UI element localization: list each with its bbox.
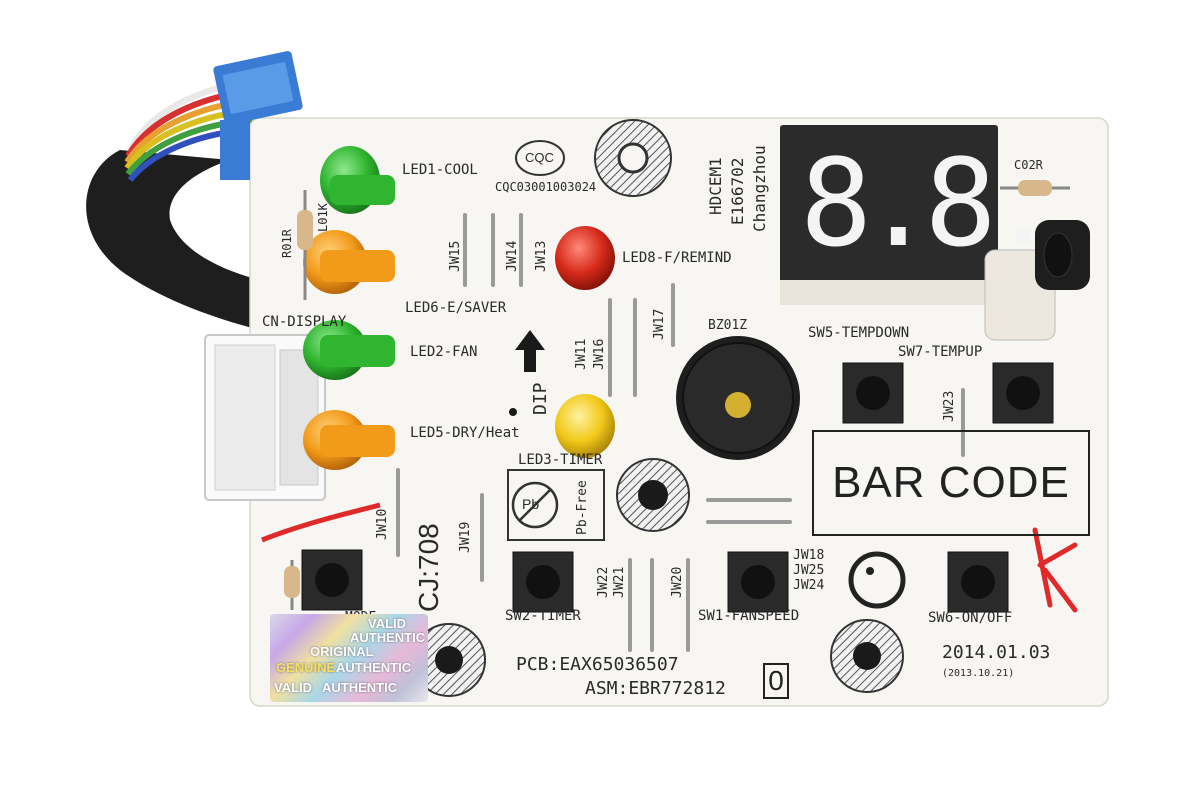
- sw2-label: SW2-TIMER: [505, 608, 581, 624]
- pb-free-icon: [511, 481, 559, 529]
- jw25-label: JW25: [793, 563, 825, 578]
- r01r-label: R01R: [280, 229, 294, 258]
- mounting-hole: [830, 619, 904, 693]
- red-marker-stroke: [261, 502, 381, 543]
- switch-mode[interactable]: [301, 549, 363, 611]
- cert-line2: E166702: [728, 157, 747, 225]
- seven-segment-display: [780, 125, 998, 305]
- led1-green: [320, 146, 395, 214]
- cqc-logo-icon: [515, 140, 565, 176]
- jw21-label: JW21: [612, 566, 627, 598]
- mounting-hole: [412, 623, 486, 697]
- cn-display-connector: [204, 334, 326, 501]
- sw7-label: SW7-TEMPUP: [898, 344, 983, 360]
- revision-box: 0: [763, 663, 789, 699]
- buzzer: [676, 336, 800, 460]
- pb-free-box: [507, 469, 605, 541]
- jumper-wires: [396, 213, 965, 652]
- switch-sw1[interactable]: [727, 551, 789, 613]
- display-digits: 8.8.: [800, 135, 1059, 274]
- hologram-sticker: VALID AUTHENTIC ORIGINAL GENUINE AUTHENT…: [270, 614, 428, 702]
- resistor-c02r: [1000, 180, 1070, 196]
- jw18-label: JW18: [793, 548, 825, 563]
- holo-text: GENUINE: [276, 660, 336, 675]
- handwritten-mark: K: [1098, 540, 1099, 541]
- asm-number: ASM:EBR772812: [585, 678, 726, 699]
- holo-text: VALID: [274, 680, 313, 695]
- red-marker-k: [1032, 527, 1078, 613]
- date-main: 2014.01.03: [942, 642, 1051, 663]
- led2-label: LED2-FAN: [410, 344, 478, 360]
- barcode-box: BAR CODE: [812, 430, 1090, 536]
- jw15-label: JW15: [448, 240, 463, 272]
- sw1-label: SW1-FANSPEED: [698, 608, 800, 624]
- jw10-label: JW10: [375, 508, 390, 540]
- jw23-label: JW23: [942, 390, 957, 422]
- jw14-label: JW14: [505, 240, 520, 272]
- led2-green: [303, 320, 395, 380]
- led8-label: LED8-F/REMIND: [622, 250, 732, 266]
- holo-text: ORIGINAL: [310, 644, 374, 659]
- pcb-number: PCB:EAX65036507: [516, 654, 679, 675]
- cable-bundle: [86, 150, 260, 330]
- resistor-mode: [284, 560, 300, 610]
- led5-orange: [303, 410, 395, 470]
- dip-label: DIP: [530, 382, 551, 415]
- jw11-label: JW11: [574, 338, 589, 370]
- blue-connector: [213, 51, 303, 180]
- barcode-label: BAR CODE: [832, 458, 1070, 507]
- led1-label: LED1-COOL: [402, 162, 478, 178]
- holo-text: AUTHENTIC: [322, 680, 398, 695]
- cert-line3: Changzhou: [750, 145, 769, 232]
- pb-label: Pb: [522, 496, 540, 512]
- sw6-label: SW6-ON/OFF: [928, 610, 1013, 626]
- jw22-label: JW22: [596, 566, 611, 598]
- sw5-label: SW5-TEMPDOWN: [808, 325, 910, 341]
- holo-text: AUTHENTIC: [336, 660, 412, 675]
- lg-logo-icon: [848, 551, 906, 609]
- switch-sw2[interactable]: [512, 551, 574, 613]
- jw24-label: JW24: [793, 578, 825, 593]
- led5-label: LED5-DRY/Heat: [410, 425, 520, 441]
- dip-arrow-icon: [515, 330, 545, 372]
- led6-label: LED6-E/SAVER: [405, 300, 507, 316]
- holo-text: AUTHENTIC: [350, 630, 426, 645]
- cert-line1: HDCEM1: [706, 157, 725, 215]
- resistor-r01r: [297, 190, 313, 300]
- mounting-hole: [616, 458, 690, 532]
- switch-sw5[interactable]: [842, 362, 904, 424]
- jw16-label: JW16: [592, 338, 607, 370]
- cn-display-label: CN-DISPLAY: [262, 314, 347, 330]
- led8-red: [555, 226, 615, 290]
- cqc-code: CQC03001003024: [495, 180, 597, 194]
- switch-sw7[interactable]: [992, 362, 1054, 424]
- ir-receiver: [984, 220, 1090, 341]
- cqc-logo-text: CQC: [525, 150, 554, 165]
- ribbon-cable: [124, 77, 261, 182]
- jw20-label: JW20: [670, 566, 685, 598]
- bz01z-label: BZ01Z: [708, 318, 748, 333]
- date-sub: (2013.10.21): [942, 668, 1015, 679]
- jw17-label: JW17: [652, 308, 667, 340]
- led3-yellow: [555, 394, 615, 458]
- pb-free-label: Pb-Free: [575, 480, 590, 535]
- mounting-hole: [594, 119, 672, 197]
- switch-sw6[interactable]: [947, 551, 1009, 613]
- jw13-label: JW13: [534, 240, 549, 272]
- c02r-label: C02R: [1014, 158, 1043, 172]
- lg-logo-text: LG: [863, 563, 864, 564]
- led3-label: LED3-TIMER: [518, 452, 603, 468]
- holo-text: VALID: [368, 616, 407, 631]
- led6-orange: [303, 230, 395, 294]
- cj-label: CJ:708: [413, 523, 444, 612]
- dip-dot: [509, 408, 517, 416]
- l01k-label: L01K: [316, 203, 330, 232]
- jw19-label: JW19: [458, 521, 473, 553]
